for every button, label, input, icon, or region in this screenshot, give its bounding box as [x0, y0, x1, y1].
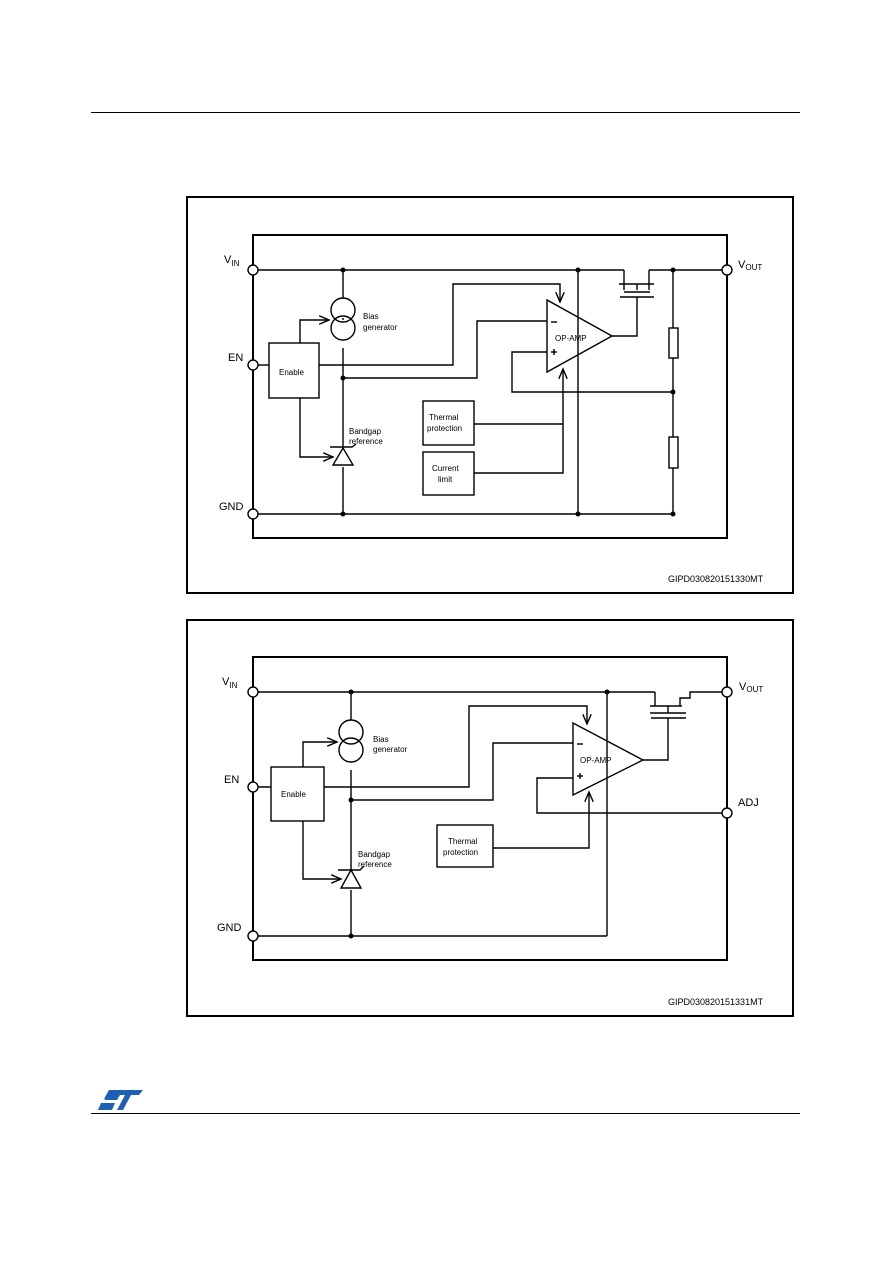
bandgap-label-1: Bandgap — [349, 427, 382, 436]
vout-label: VOUT — [739, 681, 763, 694]
thermal-protection-block — [422, 400, 475, 446]
pass-transistor — [650, 692, 686, 719]
vin-label: VIN — [224, 254, 240, 268]
figure-frame — [186, 619, 794, 1017]
vout-label: VOUT — [738, 259, 762, 272]
diagram-fixed-output — [186, 196, 794, 594]
current-label-1: Current — [432, 464, 459, 473]
bias-label-2: generator — [363, 323, 398, 332]
vin-pin — [247, 264, 259, 276]
vin-pin — [247, 686, 259, 698]
en-label: EN — [228, 352, 243, 364]
current-label-2: limit — [438, 475, 453, 484]
en-label: EN — [224, 774, 239, 786]
adj-label: ADJ — [738, 797, 759, 809]
bias-current-source — [330, 297, 356, 341]
bias-current-source — [338, 719, 364, 763]
bias-label-1: Bias — [373, 735, 389, 744]
enable-label: Enable — [281, 790, 306, 799]
diagram-adjustable-output — [186, 619, 794, 1017]
gnd-pin — [247, 930, 259, 942]
en-pin — [247, 781, 259, 793]
op-amp — [572, 721, 645, 797]
bias-label-2: generator — [373, 745, 408, 754]
thermal-label-2: protection — [443, 848, 478, 857]
figure-code-2: GIPD030820151331MT — [668, 997, 764, 1007]
vout-pin — [721, 264, 733, 276]
thermal-label-2: protection — [427, 424, 462, 433]
op-amp — [546, 298, 614, 374]
header-rule — [91, 112, 800, 113]
opamp-label: OP-AMP — [555, 334, 587, 343]
vin-label: VIN — [222, 676, 238, 690]
adj-pin — [721, 807, 733, 819]
chip-outline — [252, 234, 728, 539]
resistor-r1 — [668, 327, 679, 359]
enable-block — [270, 766, 325, 822]
opamp-label: OP-AMP — [580, 756, 612, 765]
bandgap-label-2: reference — [349, 437, 383, 446]
en-pin — [247, 359, 259, 371]
pass-transistor — [619, 270, 654, 298]
figure-code-1: GIPD030820151330MT — [668, 574, 764, 584]
thermal-protection-block — [436, 824, 494, 868]
figure-frame — [186, 196, 794, 594]
current-limit-block — [422, 451, 475, 496]
bandgap-zener — [338, 865, 365, 889]
resistor-r2 — [668, 436, 679, 469]
gnd-label: GND — [219, 501, 244, 513]
thermal-label-1: Thermal — [448, 837, 478, 846]
bandgap-zener — [330, 443, 357, 466]
gnd-label: GND — [217, 922, 242, 934]
thermal-label-1: Thermal — [429, 413, 459, 422]
bias-label-1: Bias — [363, 312, 379, 321]
footer-rule — [91, 1113, 800, 1114]
bandgap-label-2: reference — [358, 860, 392, 869]
enable-block — [268, 342, 320, 399]
enable-label: Enable — [279, 368, 304, 377]
st-logo — [98, 1090, 143, 1110]
bandgap-label-1: Bandgap — [358, 850, 391, 859]
gnd-pin — [247, 508, 259, 520]
vout-pin — [721, 686, 733, 698]
